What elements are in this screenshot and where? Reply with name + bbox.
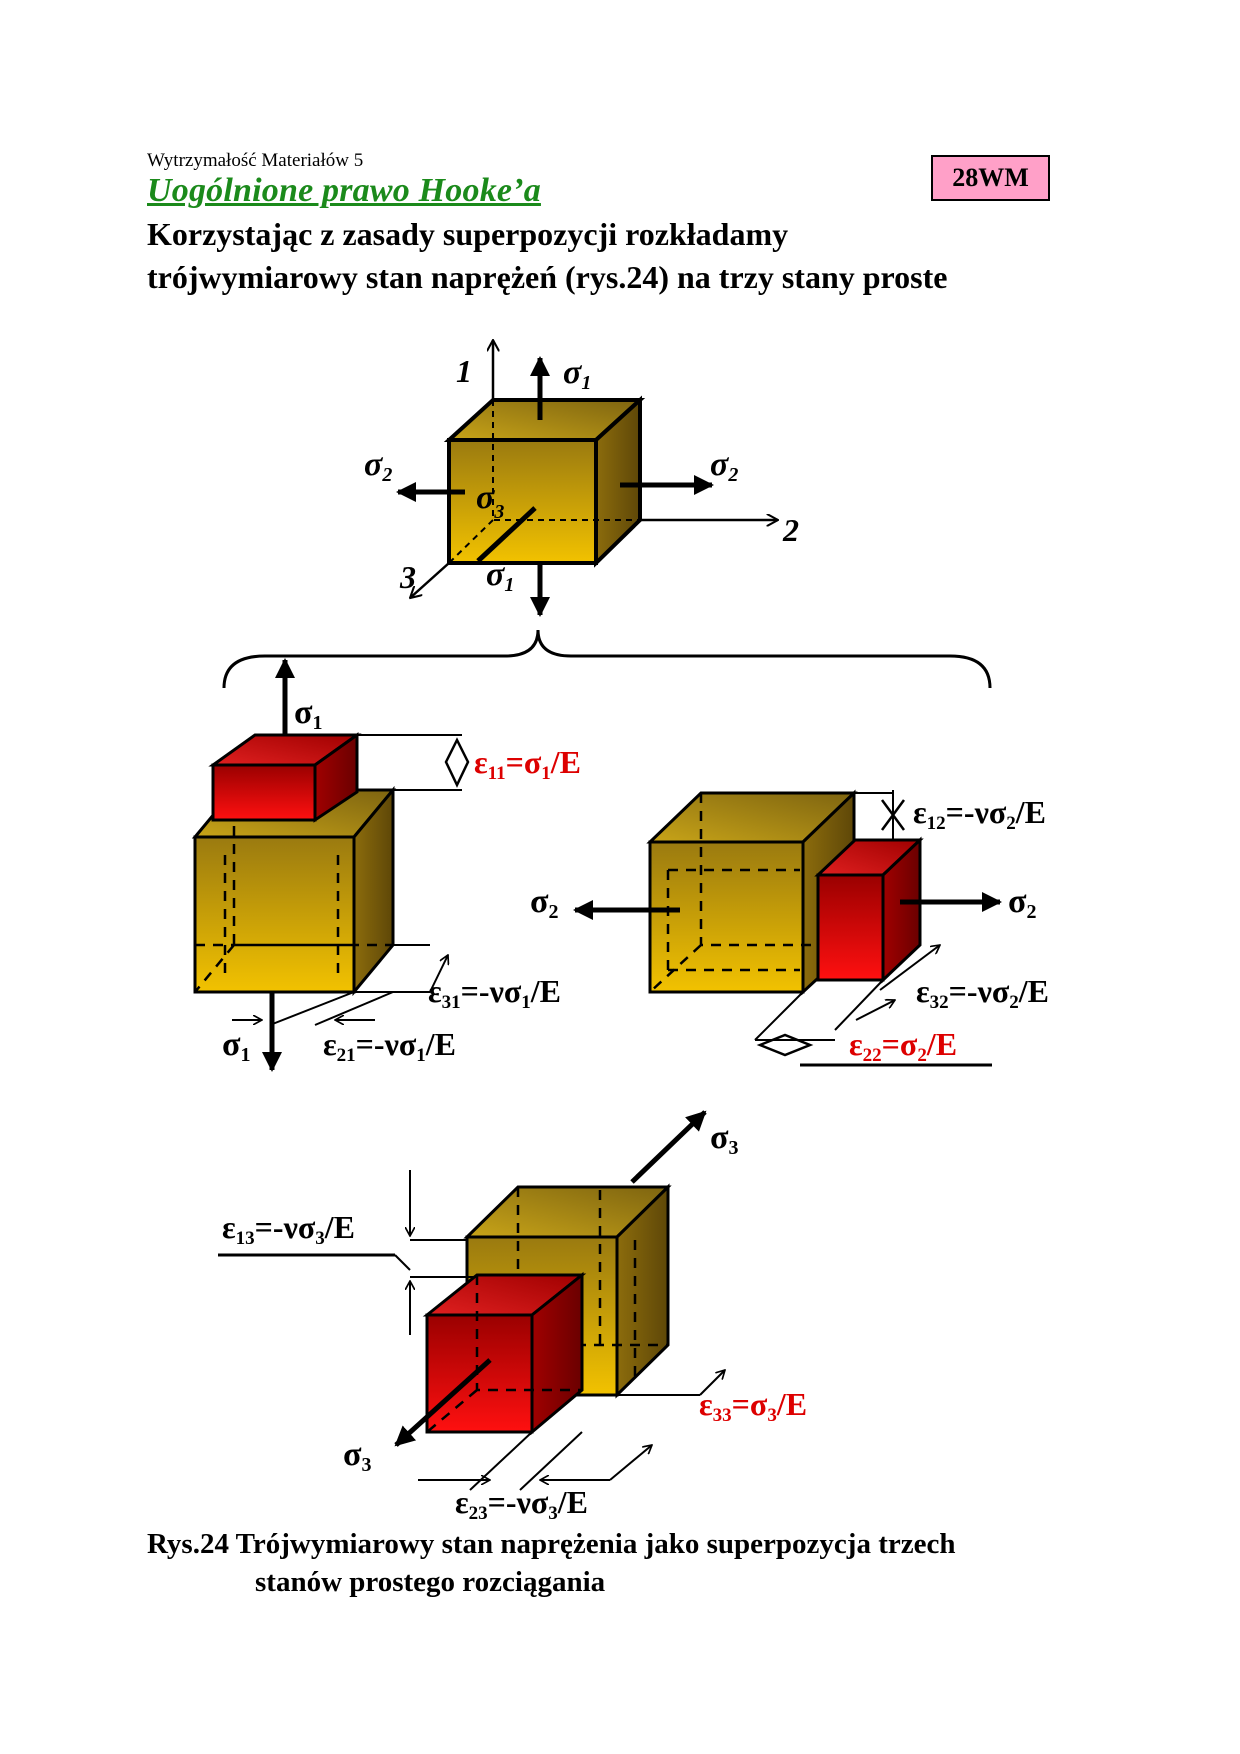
- eps11-label: ε11=σ1/E: [474, 744, 581, 784]
- state3-sigma3-lower: σ3: [343, 1436, 372, 1476]
- state2-sigma2-right: σ2: [1008, 883, 1037, 923]
- eps33-label: ε33=σ3/E: [699, 1386, 807, 1426]
- figure-caption-line-2: stanów prostego rozciągania: [255, 1566, 606, 1598]
- top-cube-stress-arrows: [396, 356, 714, 617]
- top-sigma2-left: σ2: [364, 446, 392, 486]
- eps22-label: ε22=σ2/E: [849, 1026, 957, 1066]
- eps21-label: ε21=-νσ1/E: [323, 1026, 456, 1066]
- top-sigma3: σ3: [476, 479, 504, 523]
- eps23-label: ε23=-νσ3/E: [455, 1484, 588, 1524]
- state3-stress-arrows: [394, 1110, 707, 1447]
- state2-dimension-lines: [754, 790, 992, 1067]
- figure-caption-line-1: Rys.24 Trójwymiarowy stan naprężenia jak…: [147, 1528, 956, 1560]
- page-code-badge: 28WM: [931, 155, 1050, 201]
- axis-label-3: 3: [399, 559, 416, 595]
- state3-dimension-lines: [218, 1170, 725, 1491]
- state1-sigma1-upper: σ1: [294, 694, 323, 734]
- superposition-brace: [222, 629, 992, 689]
- top-cube-axes: [410, 340, 778, 598]
- state1-dimension-lines: [232, 734, 470, 1026]
- course-subtitle: Wytrzymałość Materiałów 5: [147, 150, 364, 171]
- intro-line-2: trójwymiarowy stan naprężeń (rys.24) na …: [147, 259, 948, 295]
- axis-label-1: 1: [456, 353, 472, 389]
- state1-stress-arrows: [262, 658, 295, 1072]
- eps32-label: ε32=-νσ2/E: [916, 973, 1049, 1013]
- top-sigma1-lower: σ1: [486, 556, 514, 596]
- eps13-label: ε13=-νσ3/E: [222, 1209, 355, 1249]
- axis-label-2: 2: [782, 512, 799, 548]
- state2-stress-arrows: [573, 892, 1002, 920]
- top-sigma1-upper: σ1: [563, 354, 591, 394]
- state3-red-block: [422, 1271, 587, 1436]
- section-title: Uogólnione prawo Hooke’a: [147, 172, 541, 209]
- state1-red-block: [208, 732, 362, 823]
- eps31-label: ε31=-νσ1/E: [428, 973, 561, 1013]
- top-sigma2-right: σ2: [710, 446, 738, 486]
- intro-line-1: Korzystając z zasady superpozycji rozkła…: [147, 216, 789, 252]
- state1-sigma1-lower: σ1: [222, 1026, 251, 1066]
- state3-sigma3-upper: σ3: [710, 1119, 739, 1159]
- state2-sigma2-left: σ2: [530, 883, 559, 923]
- eps12-label: ε12=-νσ2/E: [913, 794, 1046, 834]
- state2-red-block: [814, 836, 924, 984]
